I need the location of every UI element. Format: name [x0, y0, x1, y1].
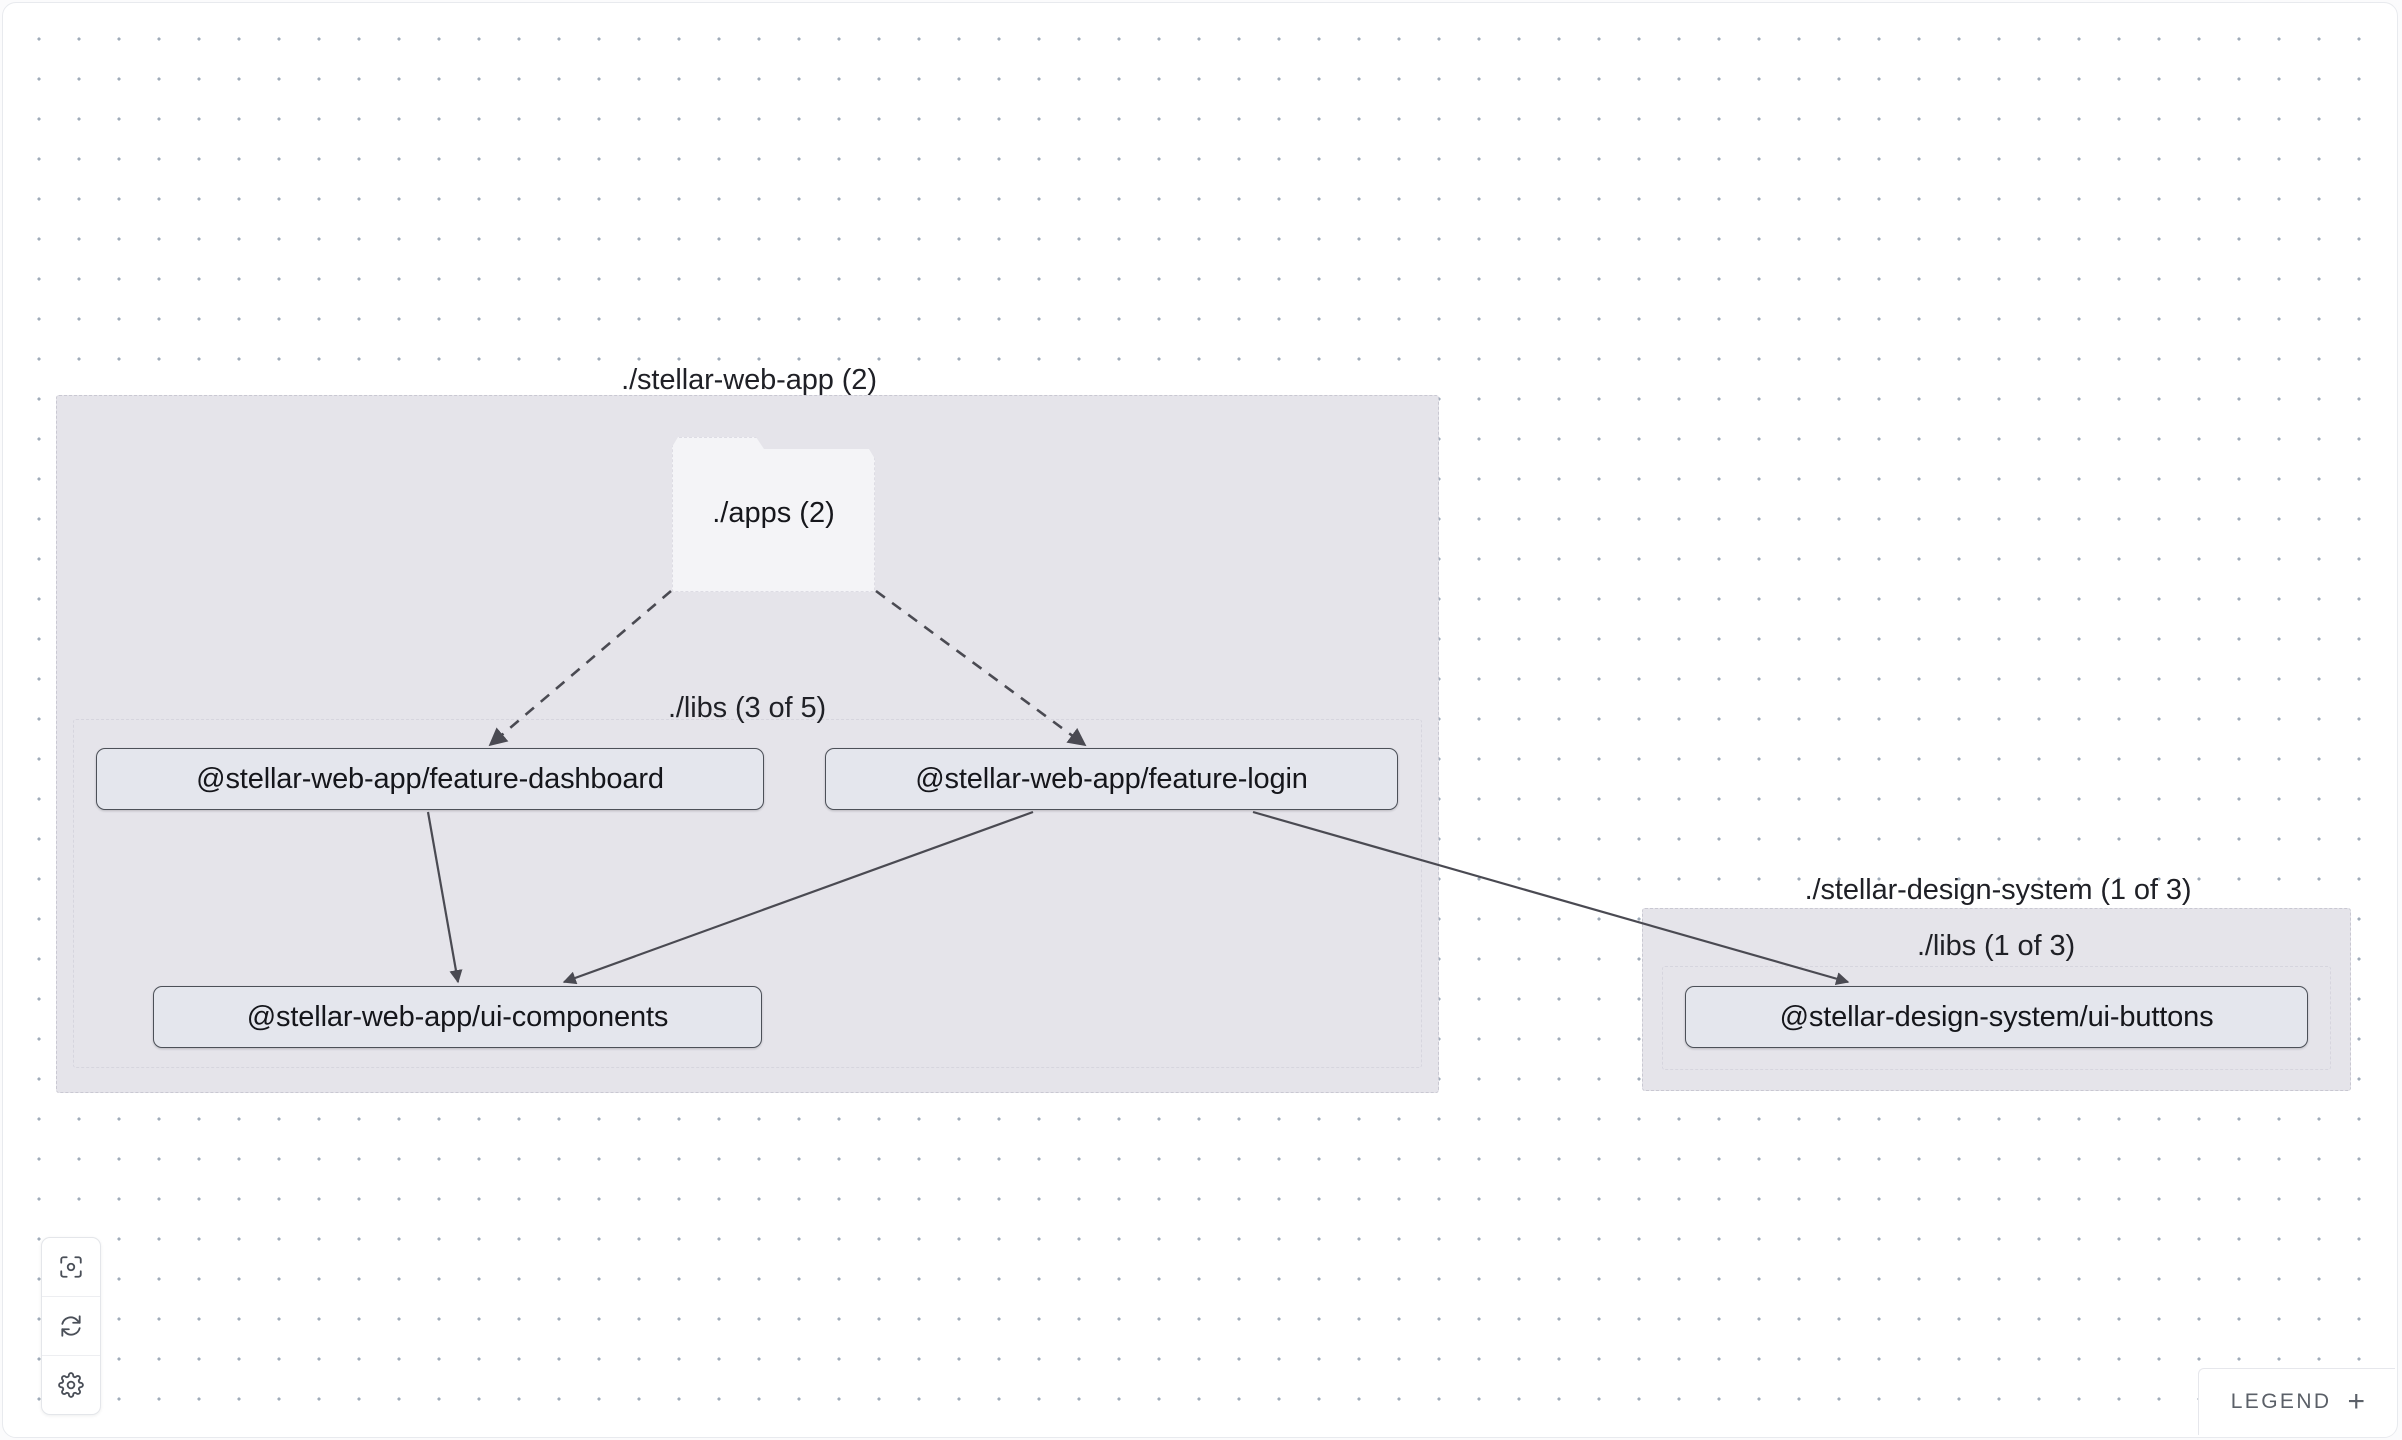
gear-icon [58, 1372, 84, 1398]
folder-shape-icon [672, 437, 875, 592]
settings-button[interactable] [42, 1356, 100, 1414]
refresh-icon [58, 1313, 84, 1339]
plus-icon: + [2347, 1385, 2365, 1418]
canvas-toolbar[interactable] [41, 1237, 101, 1415]
focus-graph-button[interactable] [42, 1238, 100, 1297]
node-ui-components[interactable]: @stellar-web-app/ui-components [153, 986, 762, 1048]
node-ui-buttons[interactable]: @stellar-design-system/ui-buttons [1685, 986, 2308, 1048]
legend-toggle[interactable]: LEGEND + [2197, 1368, 2395, 1435]
folder-node-label: ./apps (2) [712, 497, 835, 529]
folder-node-apps[interactable]: ./apps (2) [672, 437, 875, 592]
focus-target-icon [58, 1254, 84, 1280]
node-feature-dashboard[interactable]: @stellar-web-app/feature-dashboard [96, 748, 764, 810]
node-feature-login[interactable]: @stellar-web-app/feature-login [825, 748, 1398, 810]
refresh-graph-button[interactable] [42, 1297, 100, 1356]
group-label-libs-design-system: ./libs (1 of 3) [1916, 930, 2076, 962]
legend-label: LEGEND [2230, 1390, 2332, 1413]
group-label-libs-web-app: ./libs (3 of 5) [667, 692, 827, 724]
group-label-stellar-web-app: ./stellar-web-app (2) [621, 364, 877, 396]
group-label-stellar-design-system: ./stellar-design-system (1 of 3) [1804, 874, 2192, 906]
group-dir-libs-design-system[interactable] [1662, 966, 2331, 1070]
